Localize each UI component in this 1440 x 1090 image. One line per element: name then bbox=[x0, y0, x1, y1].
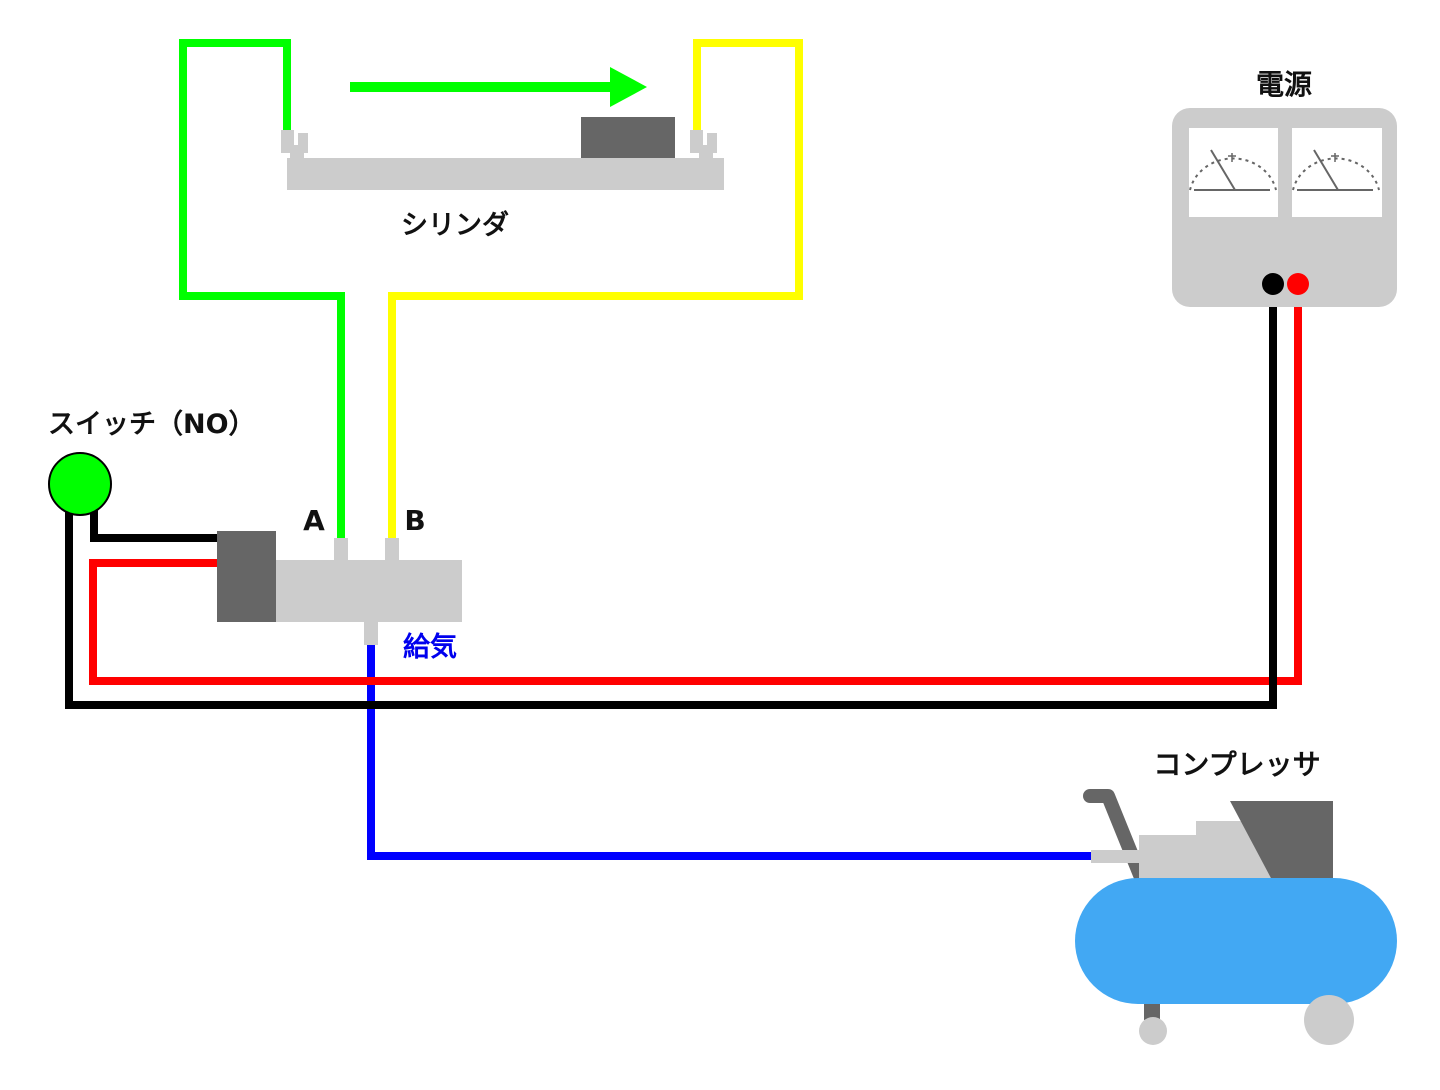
wire-positive bbox=[89, 285, 1302, 685]
cylinder-body bbox=[287, 158, 724, 190]
compressor-motor bbox=[1139, 821, 1272, 880]
compressor-small-wheel bbox=[1139, 1017, 1167, 1045]
valve-port-b bbox=[385, 538, 399, 560]
cylinder-left-port bbox=[281, 130, 308, 158]
switch-button[interactable] bbox=[48, 452, 112, 516]
compressor bbox=[1075, 789, 1397, 1045]
arrow-right-icon bbox=[350, 67, 647, 107]
wire-negative-supply-to-switch bbox=[65, 285, 1277, 709]
power-supply bbox=[1172, 108, 1397, 307]
solenoid-valve bbox=[217, 531, 462, 645]
terminal-positive[interactable] bbox=[1287, 273, 1309, 295]
line-port-b bbox=[388, 39, 803, 538]
meter-left bbox=[1189, 128, 1278, 217]
line-supply bbox=[367, 645, 1092, 860]
supply-label: 給気 bbox=[403, 631, 457, 663]
terminal-negative[interactable] bbox=[1262, 273, 1284, 295]
cylinder-label: シリンダ bbox=[401, 209, 509, 241]
port-b-label: B bbox=[404, 504, 425, 537]
compressor-large-wheel bbox=[1304, 995, 1354, 1045]
port-a-label: A bbox=[303, 504, 325, 537]
wire-negative-switch-to-valve bbox=[90, 505, 218, 542]
compressor-handle bbox=[1083, 789, 1147, 882]
switch-label: スイッチ（NO） bbox=[48, 409, 256, 440]
compressor-outlet bbox=[1091, 850, 1140, 863]
cylinder bbox=[281, 67, 724, 190]
valve-solenoid bbox=[217, 531, 276, 622]
valve-supply-port bbox=[364, 622, 378, 645]
meter-right bbox=[1292, 128, 1382, 217]
valve-body bbox=[275, 560, 462, 622]
cylinder-right-port bbox=[690, 130, 717, 158]
line-port-a bbox=[179, 39, 345, 538]
compressor-label: コンプレッサ bbox=[1153, 748, 1320, 781]
power-supply-label: 電源 bbox=[1256, 68, 1312, 101]
compressor-cover bbox=[1230, 801, 1333, 880]
compressor-tank bbox=[1075, 878, 1397, 1004]
cylinder-piston bbox=[581, 117, 675, 158]
valve-port-a bbox=[334, 538, 348, 560]
